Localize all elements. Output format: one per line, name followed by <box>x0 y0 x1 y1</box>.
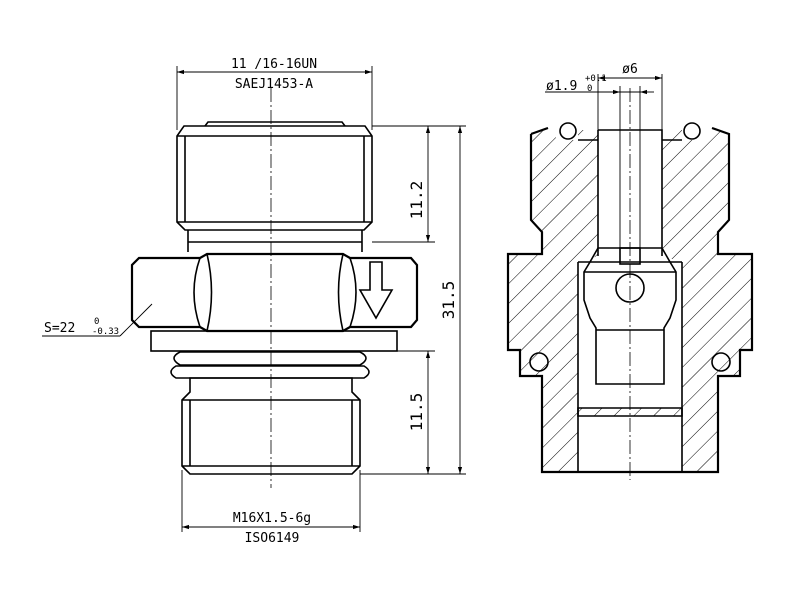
bore-dia-label: ø6 <box>622 62 638 77</box>
dim-lower-label: 11.5 <box>407 393 426 432</box>
bottom-thread-dimension: M16X1.5-6g ISO6149 <box>181 470 361 546</box>
top-thread-dimension: 11 /16-16UN SAEJ1453-A <box>176 57 373 130</box>
hex-tol-lower: -0.33 <box>92 327 119 337</box>
hex-size-callout: S=22 0 -0.33 <box>42 303 153 337</box>
orifice-dimension: ø6 ø1.9 +0.1 0 <box>545 62 663 248</box>
dim-total-label: 31.5 <box>439 281 458 320</box>
side-view: 11 /16-16UN SAEJ1453-A M16X1.5-6g ISO614… <box>42 57 466 546</box>
orifice-tol-upper: +0.1 <box>585 74 607 84</box>
washer-flange <box>150 330 398 352</box>
orifice-dia-label: ø1.9 <box>546 79 577 94</box>
section-o-rings <box>529 122 731 372</box>
o-ring <box>170 351 370 379</box>
orifice-tol-lower: 0 <box>587 84 592 94</box>
section-view: ø6 ø1.9 +0.1 0 <box>506 62 754 480</box>
lower-thread-body <box>181 377 361 475</box>
section-outline <box>506 126 754 474</box>
vertical-dimensions: 11.2 31.5 11.5 <box>360 125 466 475</box>
bottom-thread-label: M16X1.5-6g <box>233 511 311 526</box>
dim-upper-label: 11.2 <box>407 181 426 220</box>
upper-thread-body <box>176 121 373 252</box>
top-thread-label: 11 /16-16UN <box>231 57 317 72</box>
hex-nut <box>130 252 419 333</box>
bottom-standard-label: ISO6149 <box>245 531 300 546</box>
hex-size-label: S=22 <box>44 321 75 336</box>
valve-insert <box>577 247 683 417</box>
top-standard-label: SAEJ1453-A <box>235 77 313 92</box>
flow-direction-arrow <box>358 261 394 320</box>
hex-tol-upper: 0 <box>94 317 99 327</box>
